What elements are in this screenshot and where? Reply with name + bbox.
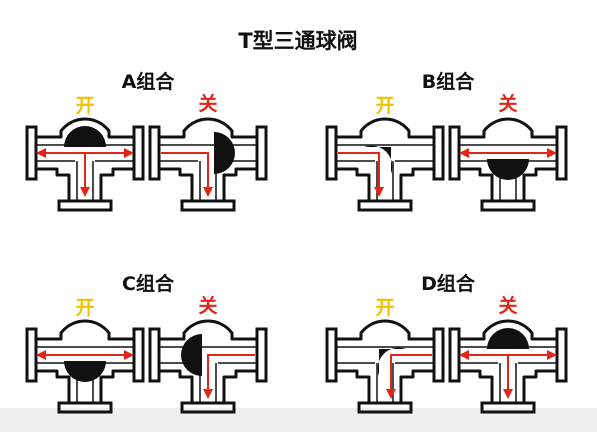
valve-close-ball [214,132,235,174]
group-label: D组合 [421,272,476,295]
close-label: 关 [198,294,217,317]
valve-close [448,117,568,212]
valve-open-ball [364,145,393,174]
valve-open-body [334,117,436,203]
valve-close-ball [487,328,529,349]
valve-close-body [457,319,559,405]
close-label: 关 [498,92,517,115]
valve-open-ball [64,126,106,147]
valve-open-flow-arrow [386,354,432,399]
valve-close-body [457,117,559,203]
valve-close [148,319,268,414]
valve-open-body [334,319,436,405]
group-label: C组合 [122,272,175,295]
open-label: 开 [75,95,94,117]
group-label: B组合 [422,70,475,93]
valve-open [25,117,145,212]
valve-close-ball [487,159,529,180]
diagram-title: T型三通球阀 [238,29,357,53]
valve-open-body [34,319,136,405]
valve-open [325,117,445,212]
valve-close-flow-arrow [161,152,213,197]
valve-open [25,319,145,414]
close-label: 关 [498,294,517,317]
valve-close-flow-arrow [203,354,255,399]
close-label: 关 [198,92,217,115]
valve-open-flow-arrow [338,152,384,197]
valve-close-ball [181,334,202,376]
groups-layer: A组合开关B组合开关C组合开关D组合开关 [25,70,568,414]
open-label: 开 [75,297,94,319]
open-label: 开 [375,297,394,319]
group-label: A组合 [122,70,176,93]
valve-open [325,319,445,414]
valve-close [448,319,568,414]
valve-open-ball [377,347,406,376]
valve-close-body [157,319,259,405]
valve-close [148,117,268,212]
valve-open-body [34,117,136,203]
valve-open-ball [64,361,106,382]
open-label: 开 [375,95,394,117]
valve-close-body [157,117,259,203]
